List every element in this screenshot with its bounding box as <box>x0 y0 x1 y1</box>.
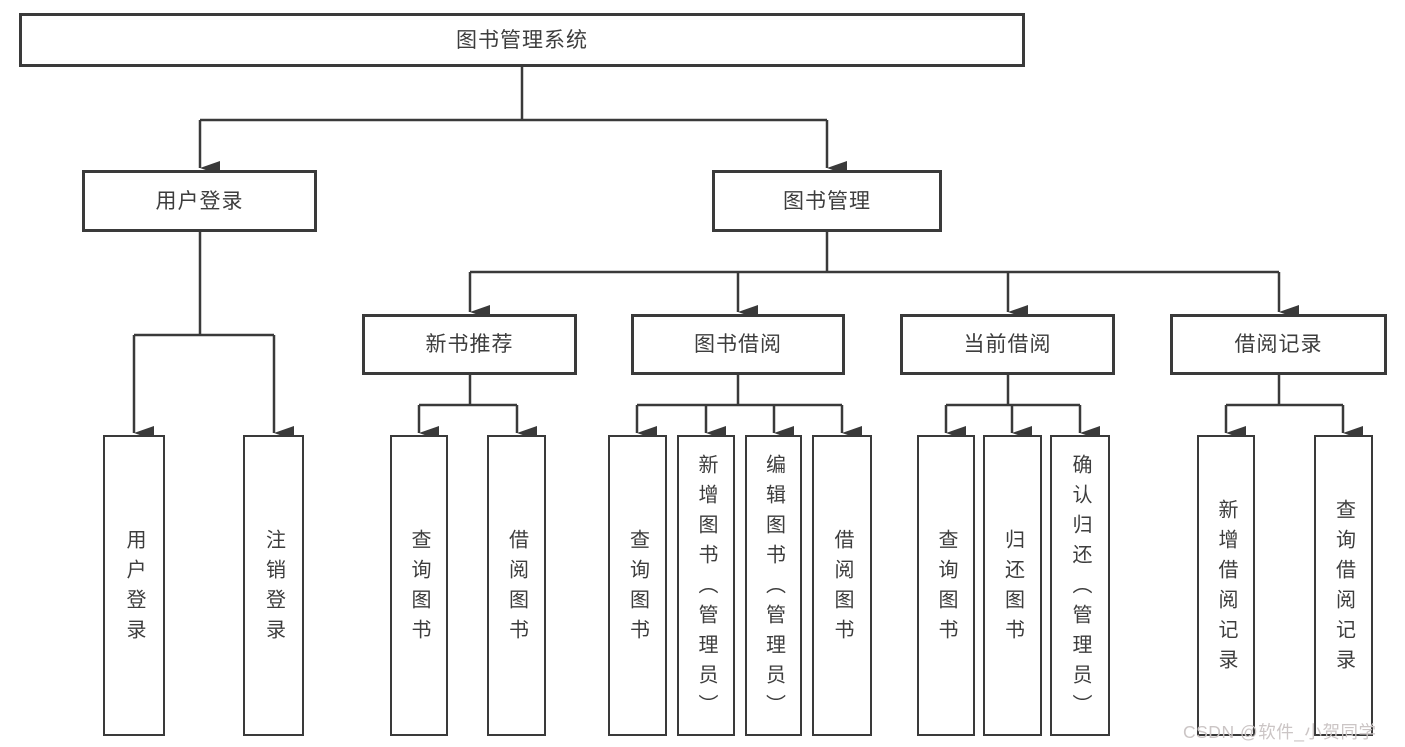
node-book-management: 图书管理 <box>712 170 942 232</box>
edge-root-to-level2 <box>198 67 847 175</box>
node-book-borrow: 图书借阅 <box>631 314 845 375</box>
leaf-borrow-books-1: 借阅图书 <box>487 435 546 736</box>
leaf-borrow-books-2: 借阅图书 <box>812 435 872 736</box>
leaf-return-books: 归还图书 <box>983 435 1042 736</box>
leaf-edit-books-admin: 编辑图书（管理员） <box>745 435 802 736</box>
node-borrow-records: 借阅记录 <box>1170 314 1387 375</box>
leaf-add-books-admin: 新增图书（管理员） <box>677 435 735 736</box>
edge-current-to-leaves <box>944 375 1100 440</box>
leaf-confirm-return-admin: 确认归还（管理员） <box>1050 435 1110 736</box>
csdn-watermark: CSDN @软件_小贺同学 <box>1183 722 1377 742</box>
leaf-query-books-1: 查询图书 <box>390 435 448 736</box>
edge-records-to-leaves <box>1224 375 1363 440</box>
leaf-query-books-3: 查询图书 <box>917 435 975 736</box>
edge-bookmgmt-to-level3 <box>468 232 1299 319</box>
node-library-system: 图书管理系统 <box>19 13 1025 67</box>
leaf-add-borrow-record: 新增借阅记录 <box>1197 435 1255 736</box>
node-user-login: 用户登录 <box>82 170 317 232</box>
leaf-user-login: 用户登录 <box>103 435 165 736</box>
leaf-logout: 注销登录 <box>243 435 304 736</box>
node-current-borrow: 当前借阅 <box>900 314 1115 375</box>
edge-newbooks-to-leaves <box>417 375 537 440</box>
leaf-query-books-2: 查询图书 <box>608 435 667 736</box>
leaf-query-borrow-record: 查询借阅记录 <box>1314 435 1373 736</box>
edge-login-to-leaves <box>132 232 294 440</box>
node-new-book-recommend: 新书推荐 <box>362 314 577 375</box>
edge-borrow-to-leaves <box>635 375 862 440</box>
